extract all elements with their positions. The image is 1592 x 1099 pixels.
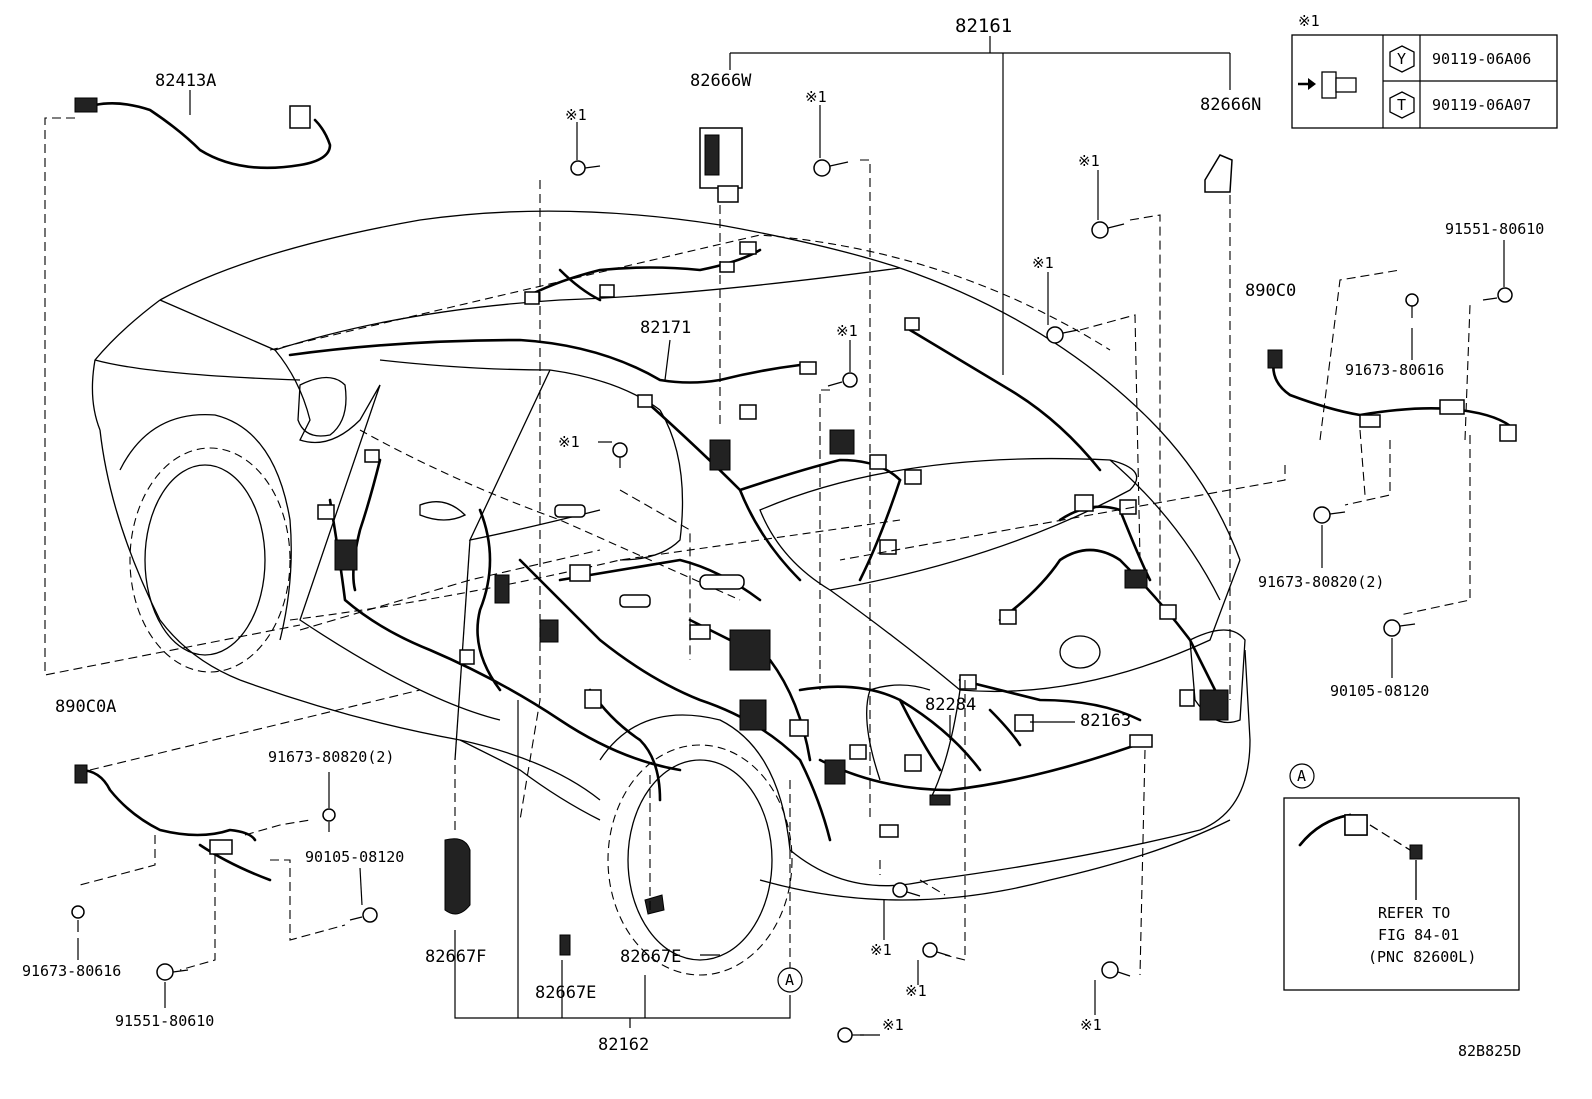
refer-box: A REFER TO FIG 84-01 (PNC 82600L): [1283, 763, 1520, 991]
label-82666N: 82666N: [1200, 95, 1261, 115]
refer-marker: A: [1297, 767, 1306, 785]
refer-line-2: FIG 84-01: [1378, 926, 1459, 944]
label-82163: 82163: [1080, 711, 1131, 731]
harness-connectors: [317, 241, 1229, 838]
leader-lines: [44, 36, 1505, 1036]
label-91673-80616-right: 91673-80616: [1345, 361, 1444, 379]
note-mark: ※1: [805, 88, 827, 106]
note-marks: ※1 ※1 ※1 ※1 ※1 ※1 ※1 ※1 ※1 ※1: [558, 88, 1102, 1034]
label-91551-left: 91551-80610: [115, 1012, 214, 1030]
label-82284: 82284: [925, 695, 976, 715]
part-890C0-harness: [1267, 349, 1517, 442]
part-82666N-bracket: [1204, 154, 1233, 193]
bolt-icon: [322, 808, 336, 832]
note-mark: ※1: [836, 322, 858, 340]
bolt-icon: [1383, 619, 1416, 637]
bolt-icon: [156, 963, 189, 981]
label-82667E-a: 82667E: [535, 983, 596, 1003]
part-82667F-clamp: [444, 838, 471, 915]
label-82413A: 82413A: [155, 71, 216, 91]
note-mark: ※1: [565, 106, 587, 124]
bolt-icon: [349, 907, 378, 923]
bolt-icon: [1482, 287, 1513, 303]
note-mark: ※1: [1032, 254, 1054, 272]
note-mark: ※1: [882, 1016, 904, 1034]
part-82667E-clamps: [559, 894, 665, 956]
label-890C0A: 890C0A: [55, 697, 116, 717]
hexagon-y-icon: Y: [1389, 45, 1415, 73]
label-90105-right: 90105-08120: [1330, 682, 1429, 700]
part-82413A-cable: [74, 97, 332, 170]
label-82667F: 82667F: [425, 947, 486, 967]
hexagon-t-icon: T: [1389, 91, 1415, 119]
bolt-icon: [1298, 71, 1357, 99]
label-91551-right: 91551-80610: [1445, 220, 1544, 238]
legend-part-2: 90119-06A07: [1432, 96, 1531, 114]
label-82667E-b: 82667E: [620, 947, 681, 967]
label-82171: 82171: [640, 318, 691, 338]
svg-text:A: A: [785, 971, 794, 989]
bolt-icon: [1091, 221, 1125, 239]
note-mark: ※1: [870, 941, 892, 959]
bolt-icon: [71, 905, 85, 932]
legend-title: ※1: [1298, 12, 1320, 30]
bolt-icons: [71, 159, 1513, 1043]
bolt-icon: [1101, 961, 1131, 979]
label-91673-80820-right: 91673-80820(2): [1258, 573, 1384, 591]
refer-line-1: REFER TO: [1378, 904, 1450, 922]
label-82666W: 82666W: [690, 71, 752, 91]
label-890C0: 890C0: [1245, 281, 1296, 301]
legend-part-1: 90119-06A06: [1432, 50, 1531, 68]
bolt-icon: [1313, 506, 1346, 524]
note-mark: ※1: [558, 433, 580, 451]
refer-line-3: (PNC 82600L): [1368, 948, 1476, 966]
label-91673-80616-left: 91673-80616: [22, 962, 121, 980]
diagram-code: 82B825D: [1458, 1042, 1521, 1060]
label-91673-80820-left: 91673-80820(2): [268, 748, 394, 766]
note-mark: ※1: [905, 982, 927, 1000]
part-labels: 82161 82413A 82666W 82666N 82171 890C0 8…: [22, 15, 1544, 1060]
svg-text:T: T: [1397, 96, 1406, 114]
bolt-icon: [570, 160, 601, 176]
bolt-icon: [1405, 293, 1419, 318]
label-82162: 82162: [598, 1035, 649, 1055]
bolt-icon: [813, 159, 849, 177]
a-marker-car: A: [777, 967, 803, 993]
bolt-icon: [612, 442, 628, 468]
note-mark: ※1: [1078, 152, 1100, 170]
svg-text:Y: Y: [1397, 50, 1406, 68]
label-82161: 82161: [955, 15, 1012, 37]
bolt-icon: [1046, 326, 1079, 344]
part-82666W-block: [699, 127, 743, 203]
part-890C0A-harness: [74, 764, 272, 882]
bolt-icon: [892, 882, 921, 898]
bolt-icon: [827, 372, 858, 388]
note-mark: ※1: [1080, 1016, 1102, 1034]
label-90105-left: 90105-08120: [305, 848, 404, 866]
legend-box: ※1 Y T 90119-06A06 90119-06A07: [1291, 12, 1558, 129]
